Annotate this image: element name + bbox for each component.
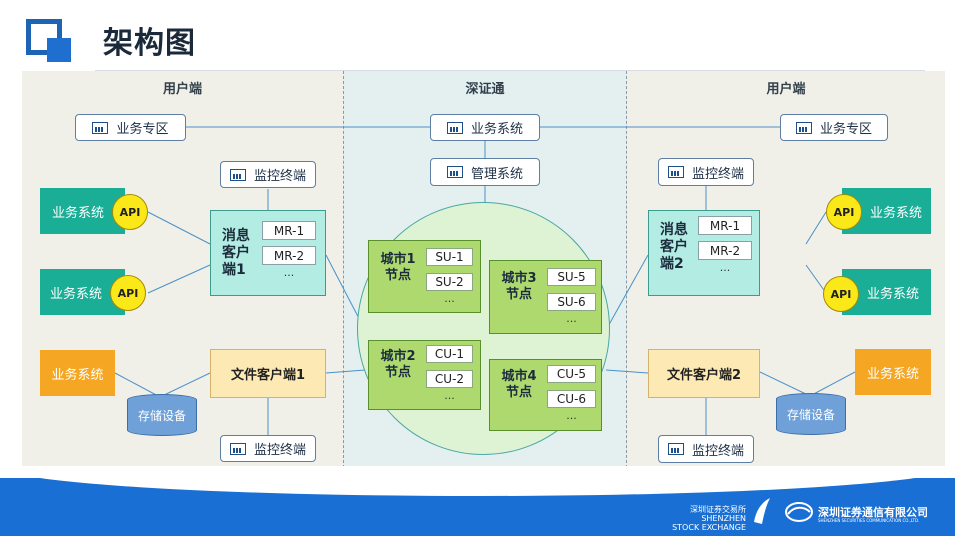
left-mr-1: MR-1 [262,221,316,240]
left-mr-2: MR-2 [262,246,316,265]
city-3-node-label: 节点 [505,287,532,302]
logo-square-outline [26,19,62,55]
page-title: 架构图 [103,26,196,61]
middle-business-system[interactable]: 业务系统 [430,114,540,141]
right-monitor-terminal-bottom[interactable]: 监控终端 [658,435,754,463]
city-4-unit-more: ... [566,409,577,422]
city-3-unit-2: SU-6 [547,293,596,311]
city-1-unit-2: SU-2 [426,273,473,291]
chart-icon [795,121,812,134]
left-file-client[interactable]: 文件客户端1 [210,349,326,398]
right-api-badge-1: API [826,194,862,230]
city-1-name: 城市1 [380,252,416,267]
right-column-header: 用户端 [766,82,806,97]
chart-icon [229,442,246,455]
chart-icon [667,443,684,455]
chart-icon [446,121,463,134]
middle-management-system[interactable]: 管理系统 [430,158,540,186]
sscc-company-name: 深圳证券通信有限公司 [818,506,928,519]
city-1-unit-1: SU-1 [426,248,473,266]
title-divider [95,70,925,71]
left-message-client-label: 消息 客户 端1 [222,228,250,278]
chart-icon [229,168,246,181]
right-business-zone[interactable]: 业务专区 [780,114,888,141]
city-4-unit-1: CU-5 [547,365,596,383]
chart-icon [667,166,684,178]
city-1-unit-more: ... [444,292,455,305]
left-monitor-terminal-bottom[interactable]: 监控终端 [220,435,316,462]
chart-icon [92,121,109,134]
right-monitor-terminal-top[interactable]: 监控终端 [658,158,754,186]
left-business-system-1[interactable]: 业务系统 [40,188,125,234]
left-api-badge-2: API [110,275,146,311]
szse-logo-text: 深圳证券交易所 SHENZHEN STOCK EXCHANGE [672,505,746,532]
left-storage-device: 存储设备 [127,394,197,436]
right-file-client[interactable]: 文件客户端2 [648,349,760,398]
right-mr-more: ... [719,261,731,274]
left-mr-more: ... [283,266,295,279]
city-3-name: 城市3 [501,271,537,286]
city-2-unit-1: CU-1 [426,345,473,363]
city-4-node-label: 节点 [505,385,532,400]
sscc-logo-icon [785,502,813,522]
right-storage-device: 存储设备 [776,393,846,435]
szse-logo-icon [754,498,770,524]
left-api-badge-1: API [112,194,148,230]
city-2-node-label: 节点 [384,365,411,380]
city-2-unit-more: ... [444,389,455,402]
right-message-client-label: 消息 客户 端2 [660,222,688,272]
city-2-unit-2: CU-2 [426,370,473,388]
city-4-unit-2: CU-6 [547,390,596,408]
sscc-company-name-en: SHENZHEN SECURITIES COMMUNICATION CO.,LT… [818,518,920,523]
middle-column-header: 深证通 [465,82,505,97]
right-api-badge-2: API [823,276,859,312]
right-mr-2: MR-2 [698,241,752,260]
city-3-unit-more: ... [566,312,577,325]
logo-square-fill [47,38,71,62]
left-business-system-3[interactable]: 业务系统 [40,350,115,396]
city-3-unit-1: SU-5 [547,268,596,286]
left-column-header: 用户端 [162,82,202,97]
right-business-system-3[interactable]: 业务系统 [855,349,931,395]
right-mr-1: MR-1 [698,216,752,235]
city-1-node-label: 节点 [384,268,411,283]
chart-icon [446,166,463,178]
city-4-name: 城市4 [501,369,537,384]
left-monitor-terminal-top[interactable]: 监控终端 [220,161,316,188]
city-2-name: 城市2 [380,349,416,364]
left-business-zone[interactable]: 业务专区 [75,114,186,141]
